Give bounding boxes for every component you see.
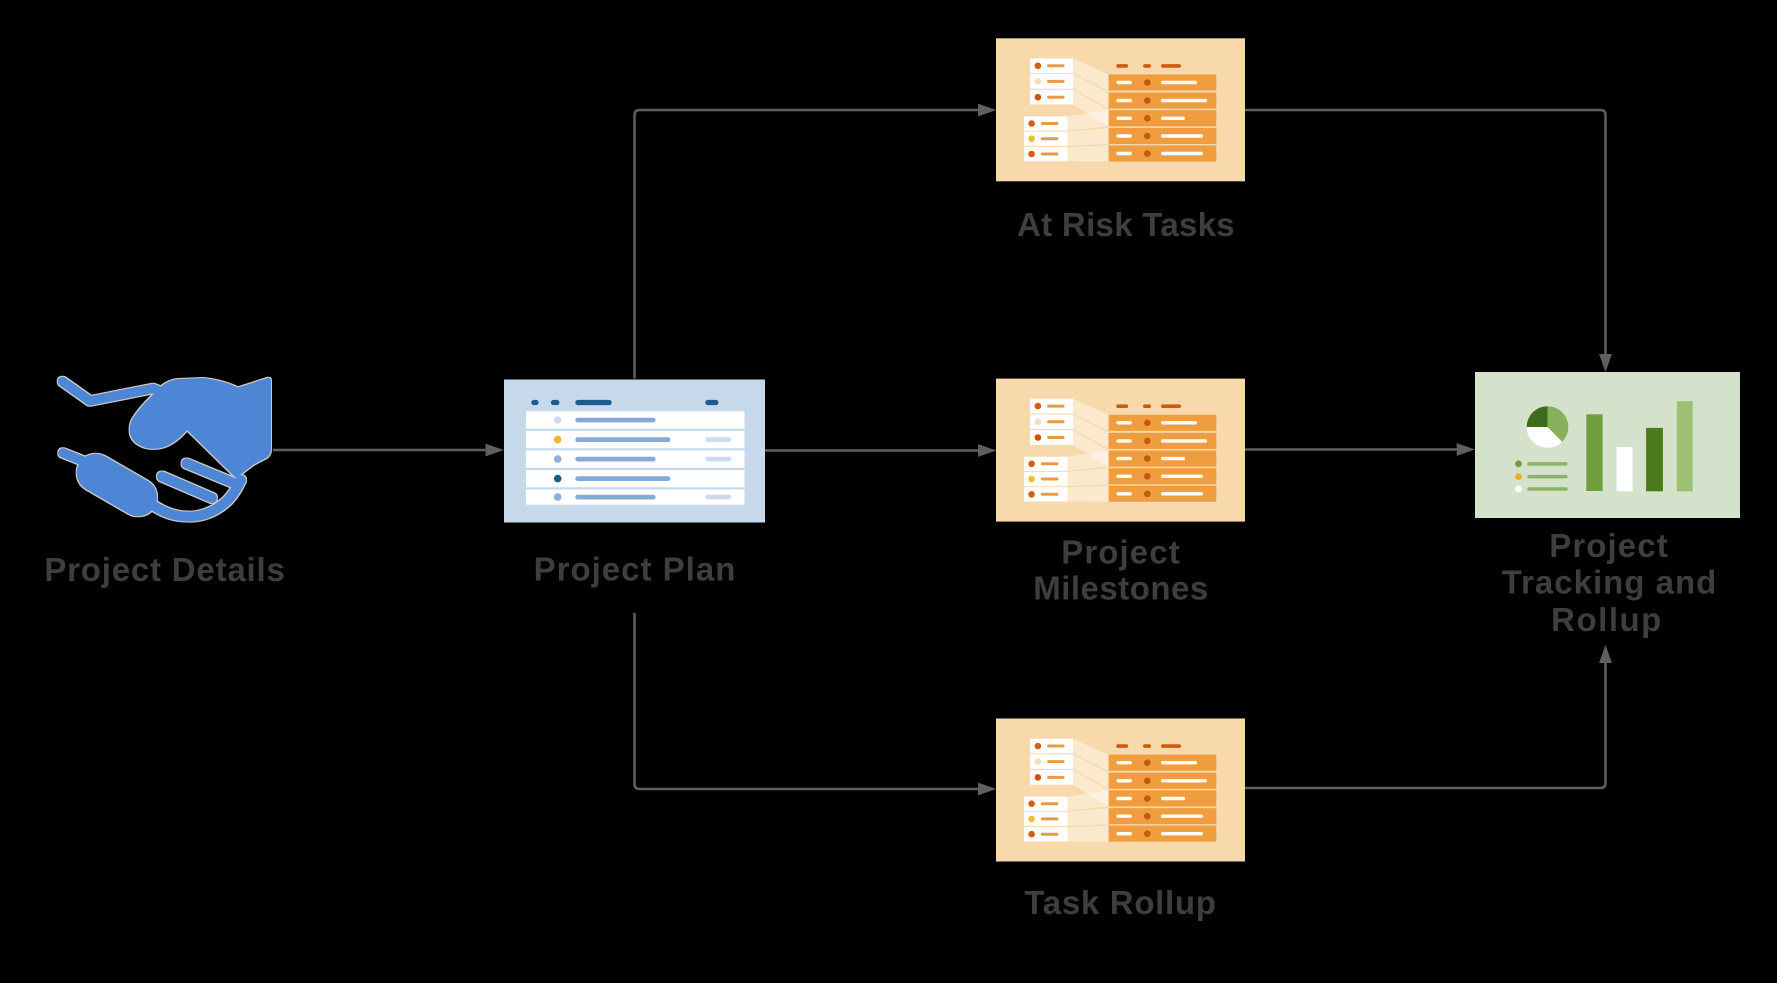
svg-text:Project: Project [1061,534,1181,571]
svg-text:Rollup: Rollup [1551,601,1663,638]
svg-text:Project Details: Project Details [44,551,285,588]
svg-text:Tracking and: Tracking and [1502,564,1718,601]
svg-text:Project Plan: Project Plan [534,551,737,588]
svg-text:Milestones: Milestones [1033,570,1209,607]
svg-text:At Risk Tasks: At Risk Tasks [1017,206,1235,243]
svg-text:Task Rollup: Task Rollup [1024,884,1216,921]
svg-text:Project: Project [1549,527,1669,564]
